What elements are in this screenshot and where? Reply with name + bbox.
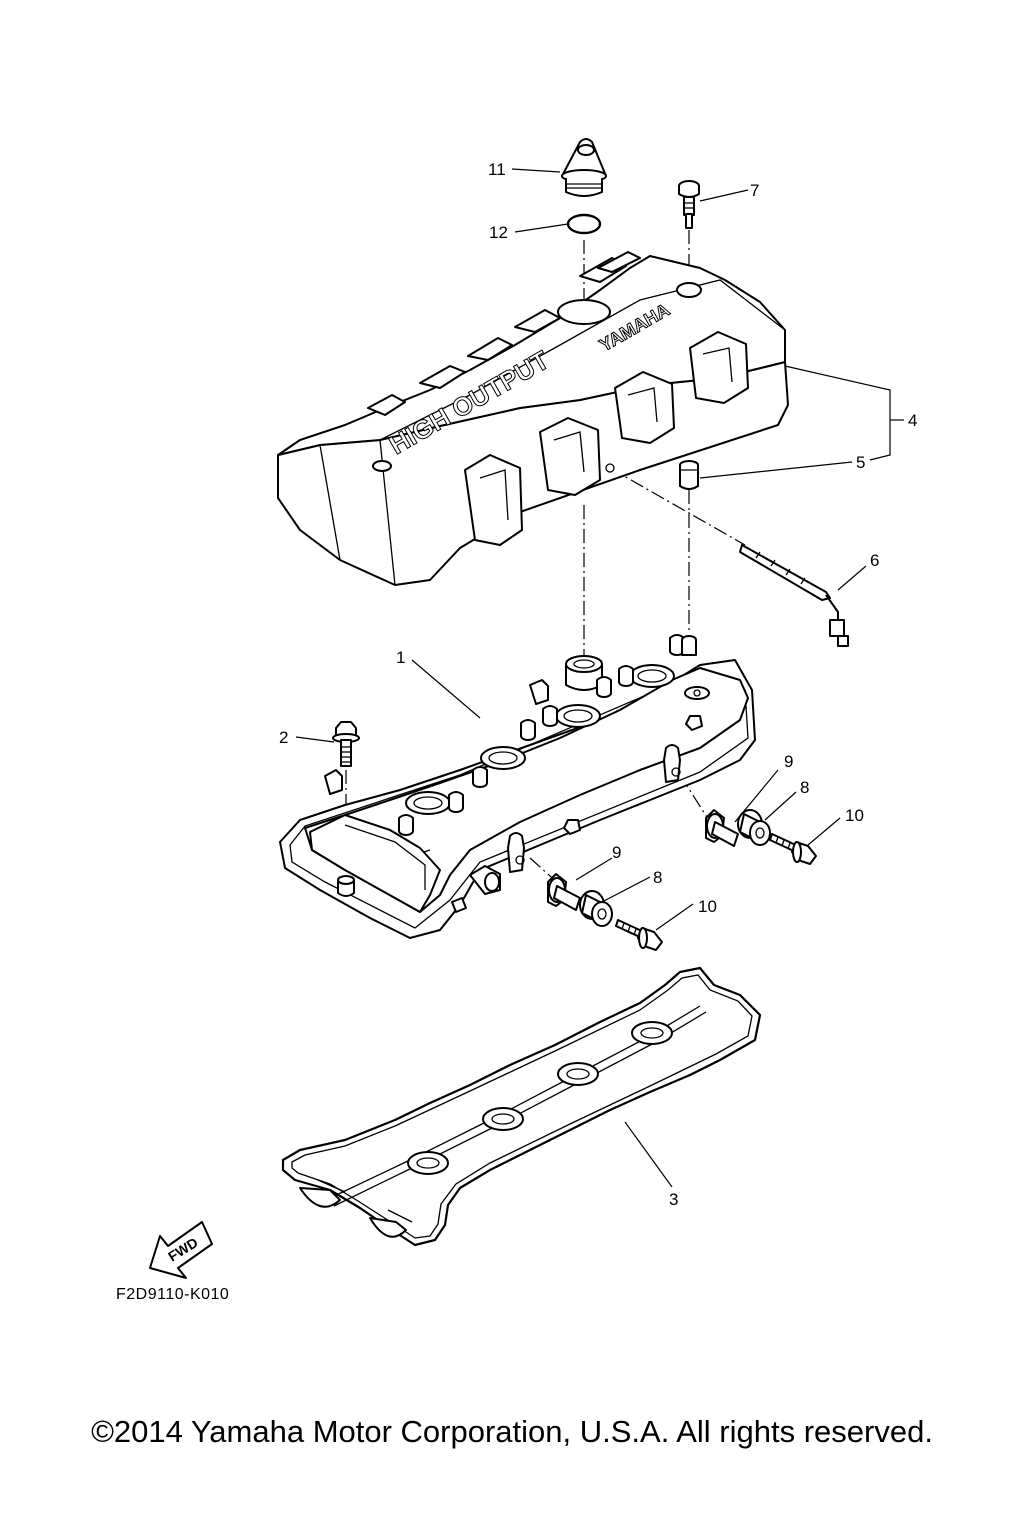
callout-12: 12 — [489, 223, 508, 242]
top-cover: HIGH OUTPUT YAMAHA — [277, 251, 789, 586]
callout-1: 1 — [396, 648, 405, 667]
collar-lower — [547, 873, 581, 911]
leader-lines — [295, 168, 904, 1188]
callout-6: 6 — [870, 551, 879, 570]
callout-3: 3 — [669, 1190, 678, 1209]
callout-8b: 8 — [653, 868, 662, 887]
collar-upper — [705, 809, 739, 847]
damper-lower — [579, 890, 613, 927]
callout-8a: 8 — [800, 778, 809, 797]
oil-filler-cap — [561, 138, 607, 197]
o-ring — [566, 213, 602, 235]
bolt-lower — [615, 919, 663, 951]
bolt-upper — [769, 833, 817, 865]
head-cover — [279, 634, 756, 939]
callout-7: 7 — [750, 181, 759, 200]
damper-upper — [737, 809, 771, 846]
sensor-wire — [739, 544, 849, 647]
callout-4: 4 — [908, 411, 917, 430]
head-cover-gasket — [281, 966, 762, 1247]
cover-bolt — [332, 721, 360, 767]
fwd-arrow-icon: FWD — [149, 1221, 213, 1279]
callouts: 11 12 7 4 5 6 1 2 9 8 10 9 8 10 3 — [279, 160, 917, 1209]
callout-9a: 9 — [784, 752, 793, 771]
callout-10a: 10 — [845, 806, 864, 825]
callout-11: 11 — [488, 160, 506, 179]
callout-10b: 10 — [698, 897, 717, 916]
callout-2: 2 — [279, 728, 288, 747]
callout-9b: 9 — [612, 843, 621, 862]
copyright-notice: ©2014 Yamaha Motor Corporation, U.S.A. A… — [91, 1414, 933, 1449]
callout-5: 5 — [856, 453, 865, 472]
grommet — [679, 460, 699, 490]
cover-screw — [678, 180, 700, 229]
diagram-reference-code: F2D9110-K010 — [116, 1286, 229, 1303]
